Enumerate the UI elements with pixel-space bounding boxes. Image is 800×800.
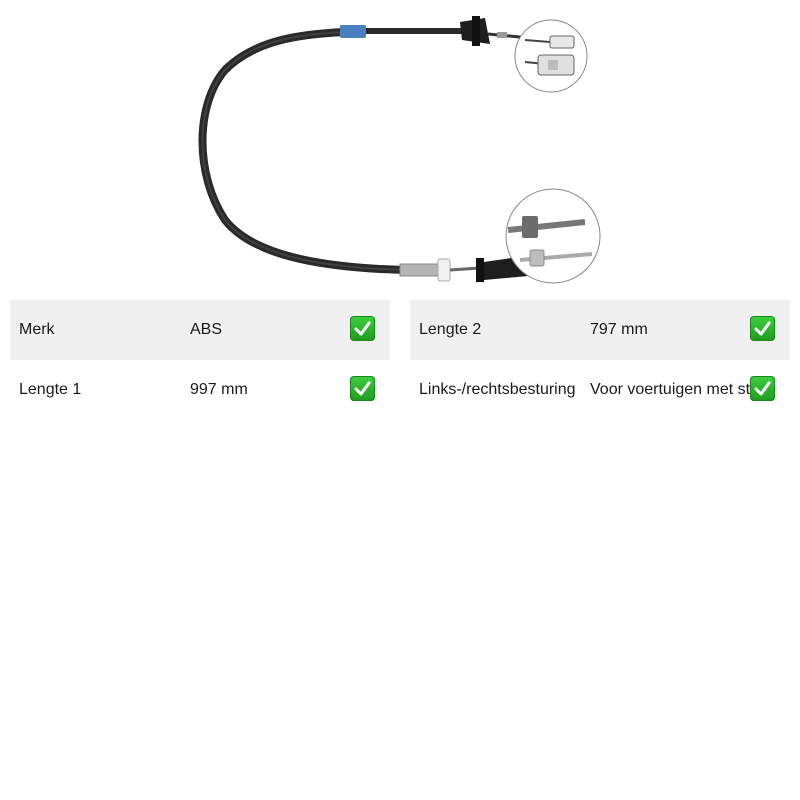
bottom-detail-inset [505,188,601,284]
product-image-clutch-cable [198,16,601,284]
spec-label: Lengte 2 [419,321,482,338]
spec-column-right: Lengte 2 797 mm Links-/rechtsbesturing V… [410,300,790,420]
spec-value: 997 mm [190,381,248,398]
bottom-metal-sleeve [399,263,441,277]
spec-label: Lengte 1 [19,381,82,398]
spec-label: Merk [19,321,55,338]
spec-row-brand: Merk ABS [10,300,390,360]
spec-value: ABS [190,321,223,338]
spec-row-length-1: Lengte 1 997 mm [10,360,390,420]
check-mark-icon [750,316,775,341]
spec-label: Links-/rechtsbesturing [419,381,576,398]
cable-body [198,28,409,274]
spec-value: 797 mm [590,321,648,338]
spec-column-left: Merk ABS Lengte 1 997 mm [10,300,390,420]
spec-row-length-2: Lengte 2 797 mm [410,300,790,360]
check-mark-icon [350,316,375,341]
spec-table: Merk ABS Lengte 1 997 mm Lengte 2 797 mm [10,300,790,420]
check-mark-icon [750,376,775,401]
blue-sleeve [340,25,366,38]
spec-row-steering-side: Links-/rechtsbesturing Voor voertuigen m… [410,360,790,420]
spec-value: Voor voertuigen met stuur [590,381,774,398]
check-mark-icon [350,376,375,401]
